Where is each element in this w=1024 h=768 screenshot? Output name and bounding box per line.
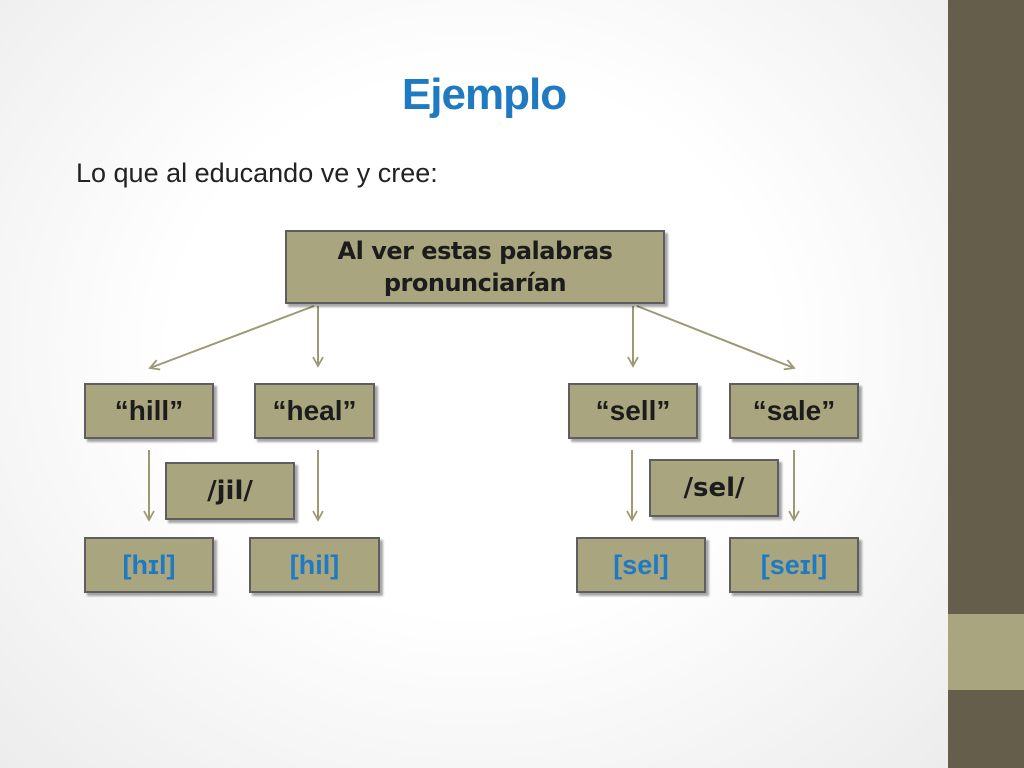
ipa-box-sell: [sel] [576,537,706,593]
word-box-hill: “hill” [84,383,214,439]
ipa-box-hill: [hɪl] [84,537,214,593]
root-box: Al ver estas palabras pronunciarían [285,230,665,304]
slide-title: Ejemplo [401,70,567,119]
side-band [948,0,1024,768]
phoneme-box-jil: /jil/ [165,462,295,520]
word-box-sell: “sell” [568,383,698,439]
slide-subtitle: Lo que al educando ve y cree: [76,158,438,188]
side-band-accent [948,614,1024,690]
word-box-heal: “heal” [254,383,375,439]
arrow-root-to-sale [636,305,796,371]
word-box-sale: “sale” [729,383,859,439]
phoneme-box-sel: /sel/ [649,459,779,517]
arrow-connectors [143,305,800,522]
arrow-root-to-hill [148,305,315,371]
ipa-box-sale: [seɪl] [729,537,859,593]
ipa-box-heal: [hil] [249,537,380,593]
